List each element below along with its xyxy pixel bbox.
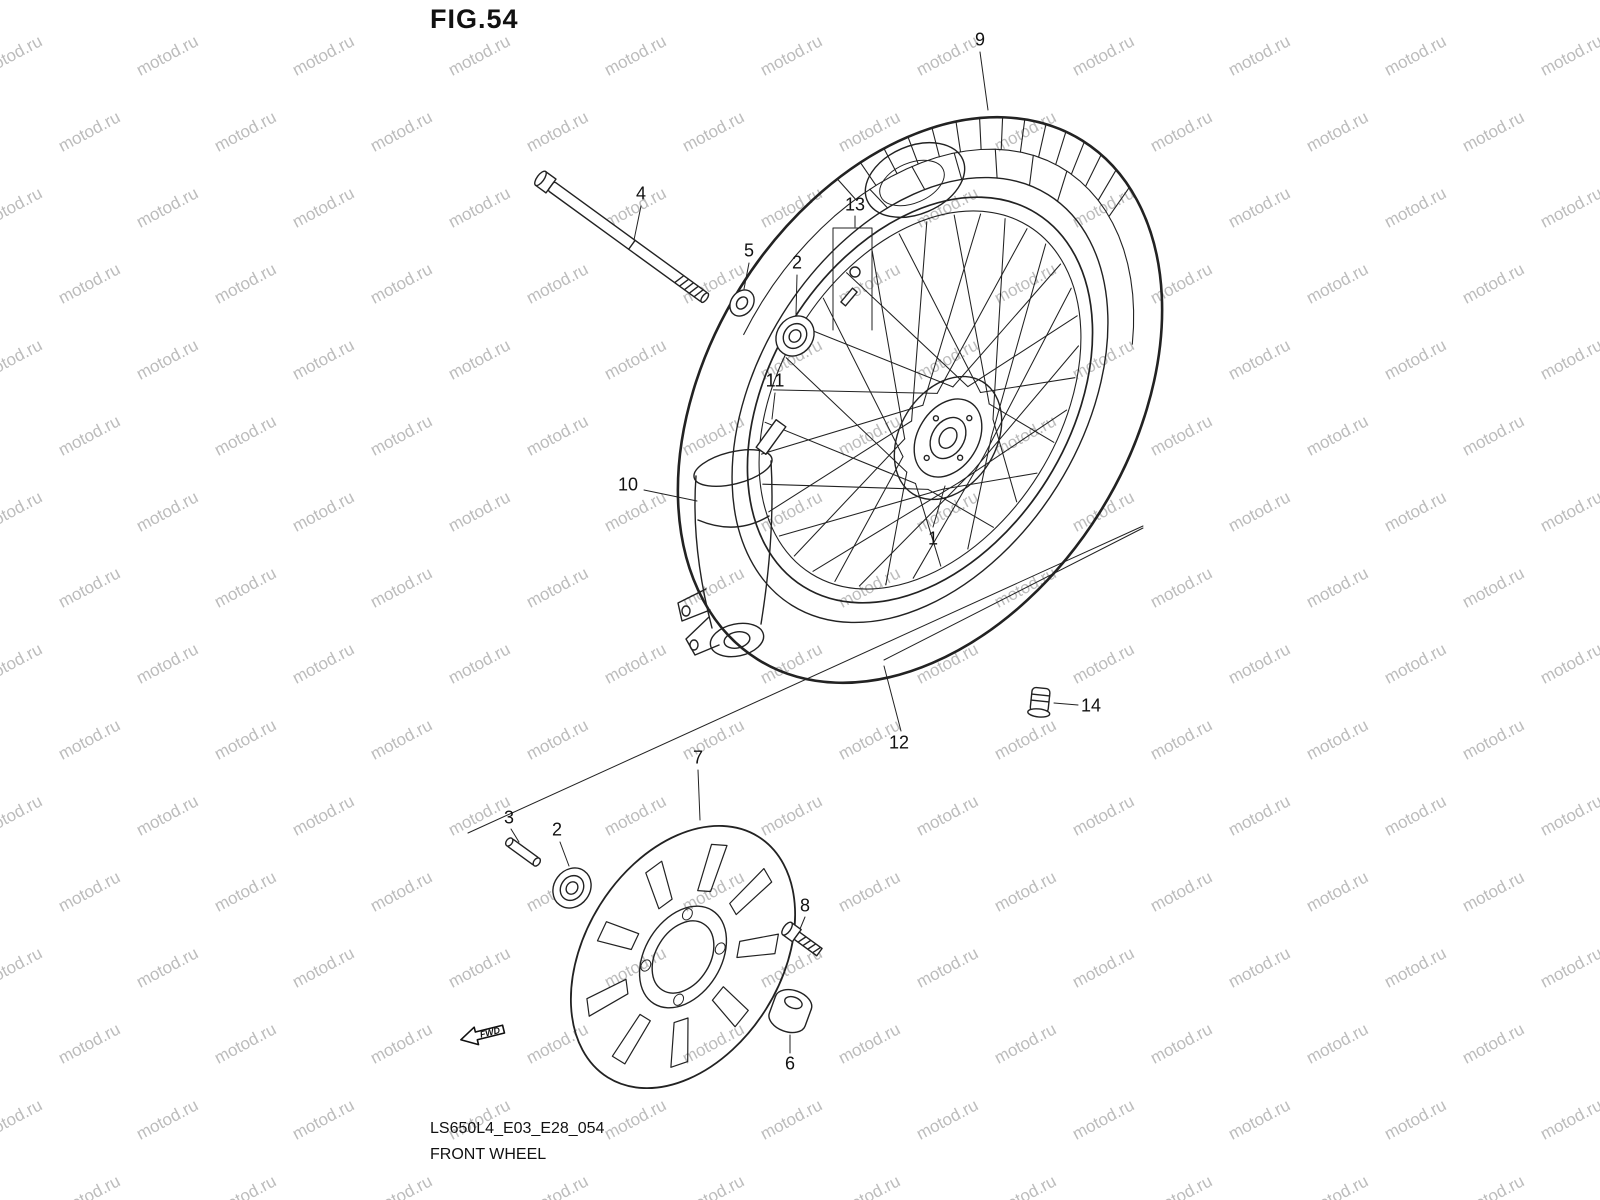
hub-bolt-holes [923,414,973,462]
part-label-6: 6 [784,1053,796,1074]
fwd-arrow: FWD [460,1024,506,1046]
axis-lines [467,525,1144,834]
figure-title: FIG.54 [430,4,519,34]
bearing-upper [775,315,815,357]
leader-lines [510,51,1079,1054]
part-label-14: 14 [1080,695,1102,716]
brake-disc [569,824,797,1090]
part-label-1: 1 [927,528,939,549]
part-label-7: 7 [692,747,704,768]
part-label-12: 12 [888,732,910,753]
spacer-pin [504,837,542,867]
part-label-5: 5 [743,240,755,261]
tire [676,115,1164,685]
part-label-13: 13 [844,194,866,215]
rim-band [755,419,787,455]
disc-bolt [781,921,823,957]
part-label-11: 11 [765,370,785,391]
footer-name: FRONT WHEEL [430,1146,547,1163]
part-label-3: 3 [503,807,515,828]
part-label-2: 2 [551,819,563,840]
part-label-8: 8 [799,895,811,916]
disc-bolt-holes [640,908,726,1006]
tire-bead-opening [864,141,966,219]
axle-shaft [534,170,710,304]
part-label-10: 10 [617,474,639,495]
axle-spacer [729,289,755,317]
part-label-9: 9 [974,29,986,50]
spoke-nipple-set [832,227,873,331]
hub [893,375,1003,501]
disc-slots [586,843,779,1068]
valve-cap [1027,686,1051,718]
fork-leg [677,449,773,658]
fwd-label: FWD [479,1025,502,1040]
part-label-4: 4 [635,183,647,204]
bearing-lower [552,867,592,909]
axle-nut [768,988,813,1034]
part-label-2: 2 [791,252,803,273]
footer-code: LS650L4_E03_E28_054 [430,1120,605,1137]
